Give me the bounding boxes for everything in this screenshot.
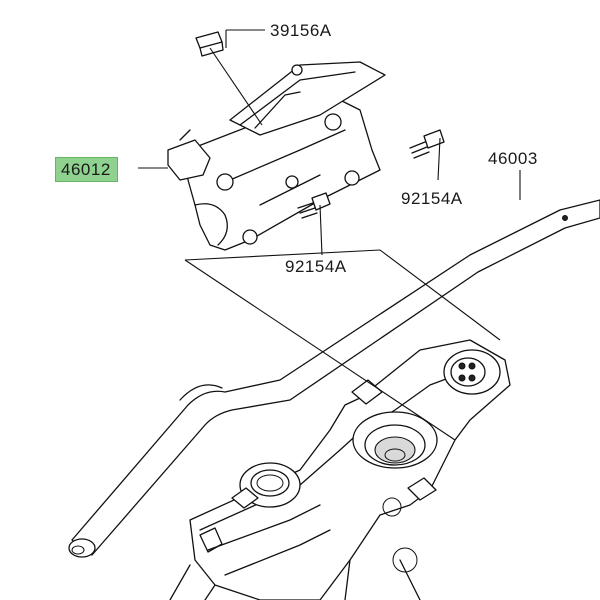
part-label-39156a: 39156A <box>270 21 332 40</box>
triple-clamp <box>169 339 511 600</box>
part-label-46003: 46003 <box>488 149 538 168</box>
handlebar-holder-bracket <box>167 31 386 251</box>
bolt-92154a-bottom <box>297 192 331 219</box>
part-label-92154a-right: 92154A <box>401 189 463 208</box>
leader-lines <box>138 29 521 441</box>
part-label-92154a-bottom: 92154A <box>285 257 347 276</box>
bolt-92154a-right <box>409 129 445 159</box>
handlebar <box>68 199 600 558</box>
part-label-46012[interactable]: 46012 <box>55 157 118 182</box>
